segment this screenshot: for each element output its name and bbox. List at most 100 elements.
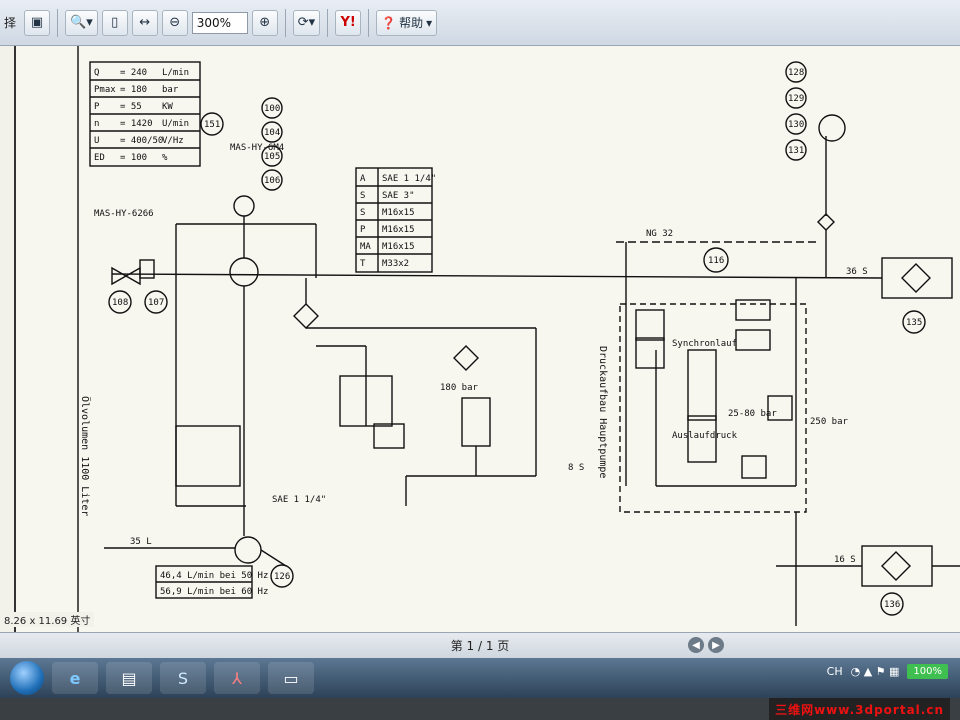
ref-135: 135 <box>906 318 922 328</box>
yahoo-icon[interactable]: Y! <box>335 9 362 36</box>
param-unit-q: L/min <box>162 68 189 78</box>
toolbar-separator <box>327 8 329 37</box>
help-icon: ❓ <box>381 15 397 30</box>
toolbar: 择 ▣ 🔍▾ ▯ ↔ ⊖ ⊕ ⟳▾ Y! ❓ 帮助 ▾ <box>0 0 960 46</box>
label-sae: SAE 1 1/4" <box>272 495 326 505</box>
ref-130: 130 <box>788 120 804 130</box>
param-value-u: = 400/50 <box>120 136 163 146</box>
port-ma: MA <box>360 242 371 252</box>
param-label-q: Q <box>94 68 99 78</box>
taskbar: e ▤ S ⅄ ▭ CH ◔ ▲ ⚑ ▦ 100% <box>0 658 960 698</box>
flow-60hz: 56,9 L/min bei 60 Hz <box>160 587 268 597</box>
zoom-out-icon[interactable]: ⊖ <box>161 9 188 36</box>
ref-105: 105 <box>264 152 280 162</box>
port-s-spec: SAE 3" <box>382 191 415 201</box>
watermark: 三维网www.3dportal.cn <box>769 698 950 720</box>
page-icon[interactable]: ▯ <box>101 9 128 36</box>
label-8s: 8 S <box>568 463 584 473</box>
label-mas2: MAS-HY-6266 <box>94 209 154 219</box>
port-s2-spec: M16x15 <box>382 208 415 218</box>
page-bar: 第 1 / 1 页 ◀ ▶ <box>0 632 960 658</box>
param-unit-p: KW <box>162 102 173 112</box>
document-area: Q = 240 L/min Pmax = 180 bar P = 55 KW n… <box>0 46 960 632</box>
port-ma-spec: M16x15 <box>382 242 415 252</box>
ref-108: 108 <box>112 298 128 308</box>
port-t: T <box>360 259 366 269</box>
param-label-pmax: Pmax <box>94 85 116 95</box>
page-size-label: 8.26 x 11.69 英寸 <box>0 612 95 627</box>
pdf-reader-icon[interactable]: ⅄ <box>214 662 260 694</box>
param-value-pmax: = 180 <box>120 85 147 95</box>
label-ng32: NG 32 <box>646 229 673 239</box>
param-label-n: n <box>94 119 99 129</box>
ref-131: 131 <box>788 146 804 156</box>
ref-104: 104 <box>264 128 280 138</box>
label-auslauf: Auslaufdruck <box>672 431 738 441</box>
param-unit-pmax: bar <box>162 85 179 95</box>
battery-indicator: 100% <box>907 664 948 679</box>
label-35l: 35 L <box>130 537 152 547</box>
next-page-icon[interactable]: ▶ <box>708 637 724 653</box>
explorer-icon[interactable]: ▤ <box>106 662 152 694</box>
page-number: 第 1 / 1 页 <box>450 639 510 653</box>
label-druckaufbau: Druckaufbau Hauptpumpe <box>597 346 608 478</box>
label-250bar: 250 bar <box>810 417 849 427</box>
window-icon[interactable]: ▭ <box>268 662 314 694</box>
toolbar-separator <box>284 8 286 37</box>
flow-50hz: 46,4 L/min bei 50 Hz <box>160 571 268 581</box>
port-a-spec: SAE 1 1/4" <box>382 174 436 184</box>
language-indicator[interactable]: CH <box>826 665 843 678</box>
port-s2: S <box>360 208 365 218</box>
help-label: 帮助 <box>399 16 424 30</box>
ref-129: 129 <box>788 94 804 104</box>
label-synchron: Synchronlauf <box>672 339 737 349</box>
param-label-ed: ED <box>94 153 105 163</box>
zoom-icon[interactable]: 🔍▾ <box>65 9 98 36</box>
zoom-in-icon[interactable]: ⊕ <box>251 9 278 36</box>
port-a: A <box>360 174 366 184</box>
label-2580bar: 25-80 bar <box>728 409 777 419</box>
rotate-icon[interactable]: ⟳▾ <box>292 9 321 36</box>
fit-width-icon[interactable]: ↔ <box>131 9 158 36</box>
window-icon[interactable]: ▣ <box>24 9 51 36</box>
zoom-input[interactable] <box>191 11 248 34</box>
prev-page-icon[interactable]: ◀ <box>688 637 704 653</box>
toolbar-label: 择 <box>4 16 17 30</box>
label-180bar: 180 bar <box>440 383 479 393</box>
port-t-spec: M33x2 <box>382 259 409 269</box>
help-button[interactable]: ❓ 帮助 ▾ <box>376 9 438 36</box>
param-label-u: U <box>94 136 99 146</box>
label-16s: 16 S <box>834 555 856 565</box>
toolbar-separator <box>57 8 59 37</box>
param-value-ed: = 100 <box>120 153 147 163</box>
ref-128: 128 <box>788 68 804 78</box>
ref-107: 107 <box>148 298 164 308</box>
param-unit-n: U/min <box>162 119 189 129</box>
param-unit-ed: % <box>162 153 168 163</box>
toolbar-separator <box>368 8 370 37</box>
port-p: P <box>360 225 366 235</box>
document-page: Q = 240 L/min Pmax = 180 bar P = 55 KW n… <box>14 46 960 632</box>
param-unit-u: V/Hz <box>162 136 184 146</box>
sogou-icon[interactable]: S <box>160 662 206 694</box>
ie-icon[interactable]: e <box>52 662 98 694</box>
label-mas: MAS-HY-6M4 <box>230 143 284 153</box>
tray-icons: ◔ ▲ ⚑ ▦ <box>850 665 900 678</box>
ref-100: 100 <box>264 104 280 114</box>
param-value-q: = 240 <box>120 68 147 78</box>
ref-116: 116 <box>708 256 724 266</box>
ref-106: 106 <box>264 176 280 186</box>
ref-136: 136 <box>884 600 900 610</box>
port-s: S <box>360 191 365 201</box>
param-value-p: = 55 <box>120 102 142 112</box>
chevron-down-icon: ▾ <box>426 15 433 30</box>
ref-151: 151 <box>204 120 220 130</box>
label-oil-volume: Ölvolumen 1100 Liter <box>79 396 92 516</box>
start-button[interactable] <box>10 661 44 695</box>
ref-126: 126 <box>274 572 290 582</box>
param-value-n: = 1420 <box>120 119 153 129</box>
system-tray: CH ◔ ▲ ⚑ ▦ 100% <box>827 664 948 679</box>
label-36s: 36 S <box>846 267 868 277</box>
param-label-p: P <box>94 102 100 112</box>
port-p-spec: M16x15 <box>382 225 415 235</box>
